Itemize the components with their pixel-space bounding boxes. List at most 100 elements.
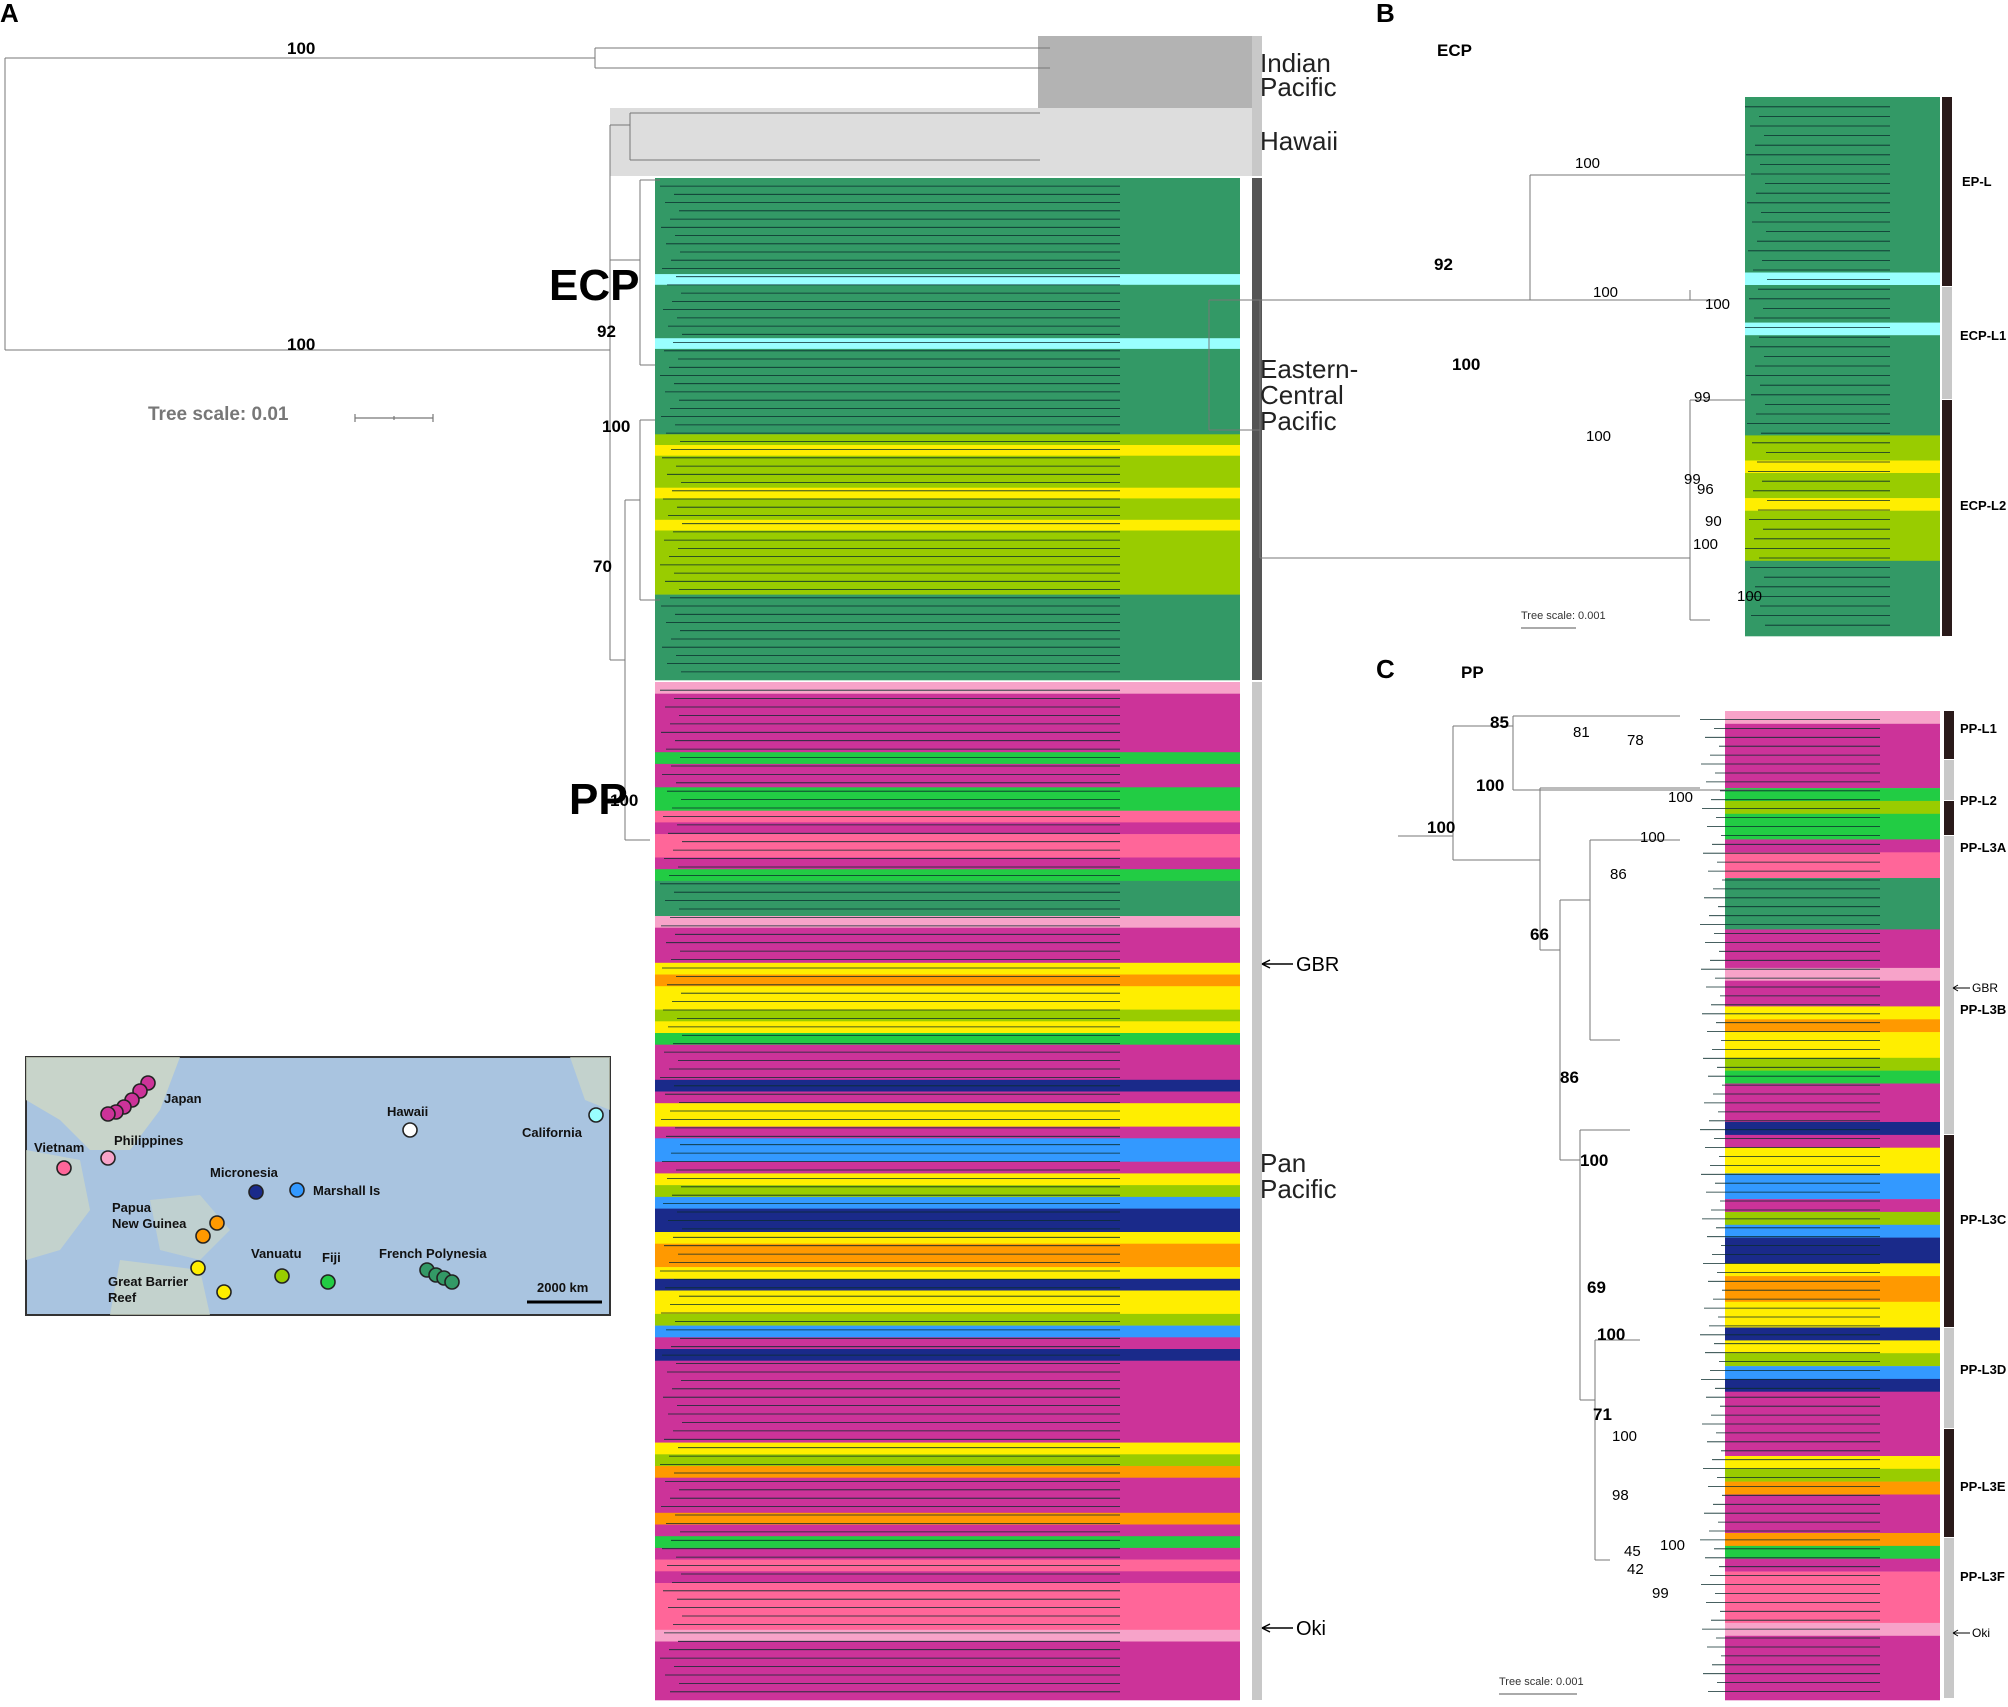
b-bar-ep xyxy=(1942,97,1952,286)
map-label-vanuatu: Vanuatu xyxy=(251,1246,302,1261)
color-strip xyxy=(655,445,1240,456)
color-strip xyxy=(1745,97,1940,273)
color-strip xyxy=(1725,1468,1940,1482)
color-strip xyxy=(1745,322,1940,336)
c-clade-l3d: PP-L3D xyxy=(1960,1362,2006,1377)
c-clade-l3b: PP-L3B xyxy=(1960,1002,2006,1017)
color-strip xyxy=(655,1466,1240,1478)
color-strip xyxy=(655,487,1240,499)
color-strip xyxy=(1725,980,1940,1007)
color-strip xyxy=(1725,1263,1940,1277)
color-strip xyxy=(655,1571,1240,1584)
b-clade-ep: EP-L xyxy=(1962,174,1992,189)
map-site-marker xyxy=(190,1260,206,1276)
panel-a-tree xyxy=(4,47,1050,841)
color-strip xyxy=(655,530,1240,595)
map-site-marker xyxy=(209,1215,225,1231)
color-strip xyxy=(655,693,1240,753)
a-scale-bar xyxy=(354,414,434,422)
b-boot-100c: 100 xyxy=(1693,536,1718,553)
color-strip xyxy=(1725,1366,1940,1380)
color-strip xyxy=(1725,711,1940,725)
color-strip xyxy=(655,1267,1240,1280)
a-boot-ecp-node: 100 xyxy=(602,417,630,436)
c-boot-81: 81 xyxy=(1573,724,1590,741)
c-boot-42: 42 xyxy=(1627,1561,1644,1578)
color-strip xyxy=(655,1313,1240,1326)
color-strip xyxy=(1725,1032,1940,1059)
map-site-marker xyxy=(402,1122,418,1138)
color-strip xyxy=(1725,1211,1940,1225)
color-strip xyxy=(655,682,1240,694)
map-label-reef: Reef xyxy=(108,1290,137,1305)
color-strip xyxy=(655,284,1240,339)
color-strip xyxy=(655,1442,1240,1455)
color-strip xyxy=(655,1337,1240,1350)
color-strip xyxy=(655,1641,1240,1701)
c-boot-l3d: 100 xyxy=(1597,1325,1625,1344)
color-strip xyxy=(655,1290,1240,1315)
color-strip xyxy=(1725,1199,1940,1213)
b-tree-scale: Tree scale: 0.001 xyxy=(1521,610,1606,622)
map-site-marker xyxy=(320,1274,336,1290)
b-boot-99a: 99 xyxy=(1694,389,1711,406)
map-sites xyxy=(56,1075,604,1300)
region-ecp-pacific: Pacific xyxy=(1260,406,1337,436)
c-tree-scale: Tree scale: 0.001 xyxy=(1499,1676,1584,1688)
c-clade-l3c: PP-L3C xyxy=(1960,1212,2007,1227)
map-site-marker xyxy=(216,1284,232,1300)
region-eastern: Eastern- xyxy=(1260,354,1358,384)
panel-c-title: PP xyxy=(1461,663,1484,682)
color-strip xyxy=(1725,852,1940,879)
color-strip xyxy=(655,338,1240,350)
map-site-marker xyxy=(56,1160,72,1176)
panel-b-letter: B xyxy=(1376,0,1395,28)
map-site-marker xyxy=(195,1228,211,1244)
map-label-california: California xyxy=(522,1125,583,1140)
c-boot-66: 66 xyxy=(1530,925,1549,944)
map-label-philippines: Philippines xyxy=(114,1133,183,1148)
a-bar-pp xyxy=(1252,682,1262,1700)
color-strip xyxy=(655,822,1240,835)
color-strip xyxy=(655,274,1240,286)
panel-a-letter: A xyxy=(0,0,19,28)
color-strip xyxy=(655,1044,1240,1081)
c-boot-l3f: 100 xyxy=(1660,1537,1685,1554)
color-strip xyxy=(655,1524,1240,1537)
map-scale-label: 2000 km xyxy=(537,1280,588,1295)
color-strip xyxy=(655,1629,1240,1642)
pp-group-label: PP xyxy=(569,775,628,824)
map-site-marker xyxy=(248,1184,264,1200)
b-bar-l1 xyxy=(1942,287,1952,399)
color-strip xyxy=(655,1138,1240,1162)
a-marker-gbr: GBR xyxy=(1261,954,1339,976)
b-boot-root: 100 xyxy=(1452,355,1480,374)
region-pan: Pan xyxy=(1260,1148,1306,1178)
color-strip xyxy=(1725,839,1940,853)
region-hawaii: Hawaii xyxy=(1260,126,1338,156)
a-tree-scale: Tree scale: 0.01 xyxy=(148,404,289,425)
color-strip xyxy=(655,1033,1240,1045)
c-boot-root: 100 xyxy=(1427,818,1455,837)
a-boot-root-upper: 100 xyxy=(287,39,315,58)
map-label-french-polynesia: French Polynesia xyxy=(379,1246,487,1261)
color-strip xyxy=(655,916,1240,928)
color-strip xyxy=(655,880,1240,917)
color-strip xyxy=(1725,1147,1940,1174)
b-boot-100d: 100 xyxy=(1737,588,1762,605)
ecp-group-label: ECP xyxy=(549,261,639,310)
region-indian: Indian xyxy=(1260,48,1331,78)
color-strip xyxy=(1725,1237,1940,1264)
color-strip xyxy=(655,1009,1240,1022)
c-bar-l2 xyxy=(1944,760,1954,800)
color-strip xyxy=(655,1103,1240,1127)
map-label-vietnam: Vietnam xyxy=(34,1140,84,1155)
color-strip xyxy=(1725,1481,1940,1495)
panel-b-tips xyxy=(1745,106,1890,626)
c-bar-l3a xyxy=(1944,801,1954,835)
a-marker-oki: Oki xyxy=(1261,1618,1326,1640)
color-strip xyxy=(655,752,1240,765)
a-boot-root-lower: 100 xyxy=(287,335,315,354)
color-strip xyxy=(1725,1558,1940,1572)
panel-c-tree xyxy=(1398,715,1760,1561)
